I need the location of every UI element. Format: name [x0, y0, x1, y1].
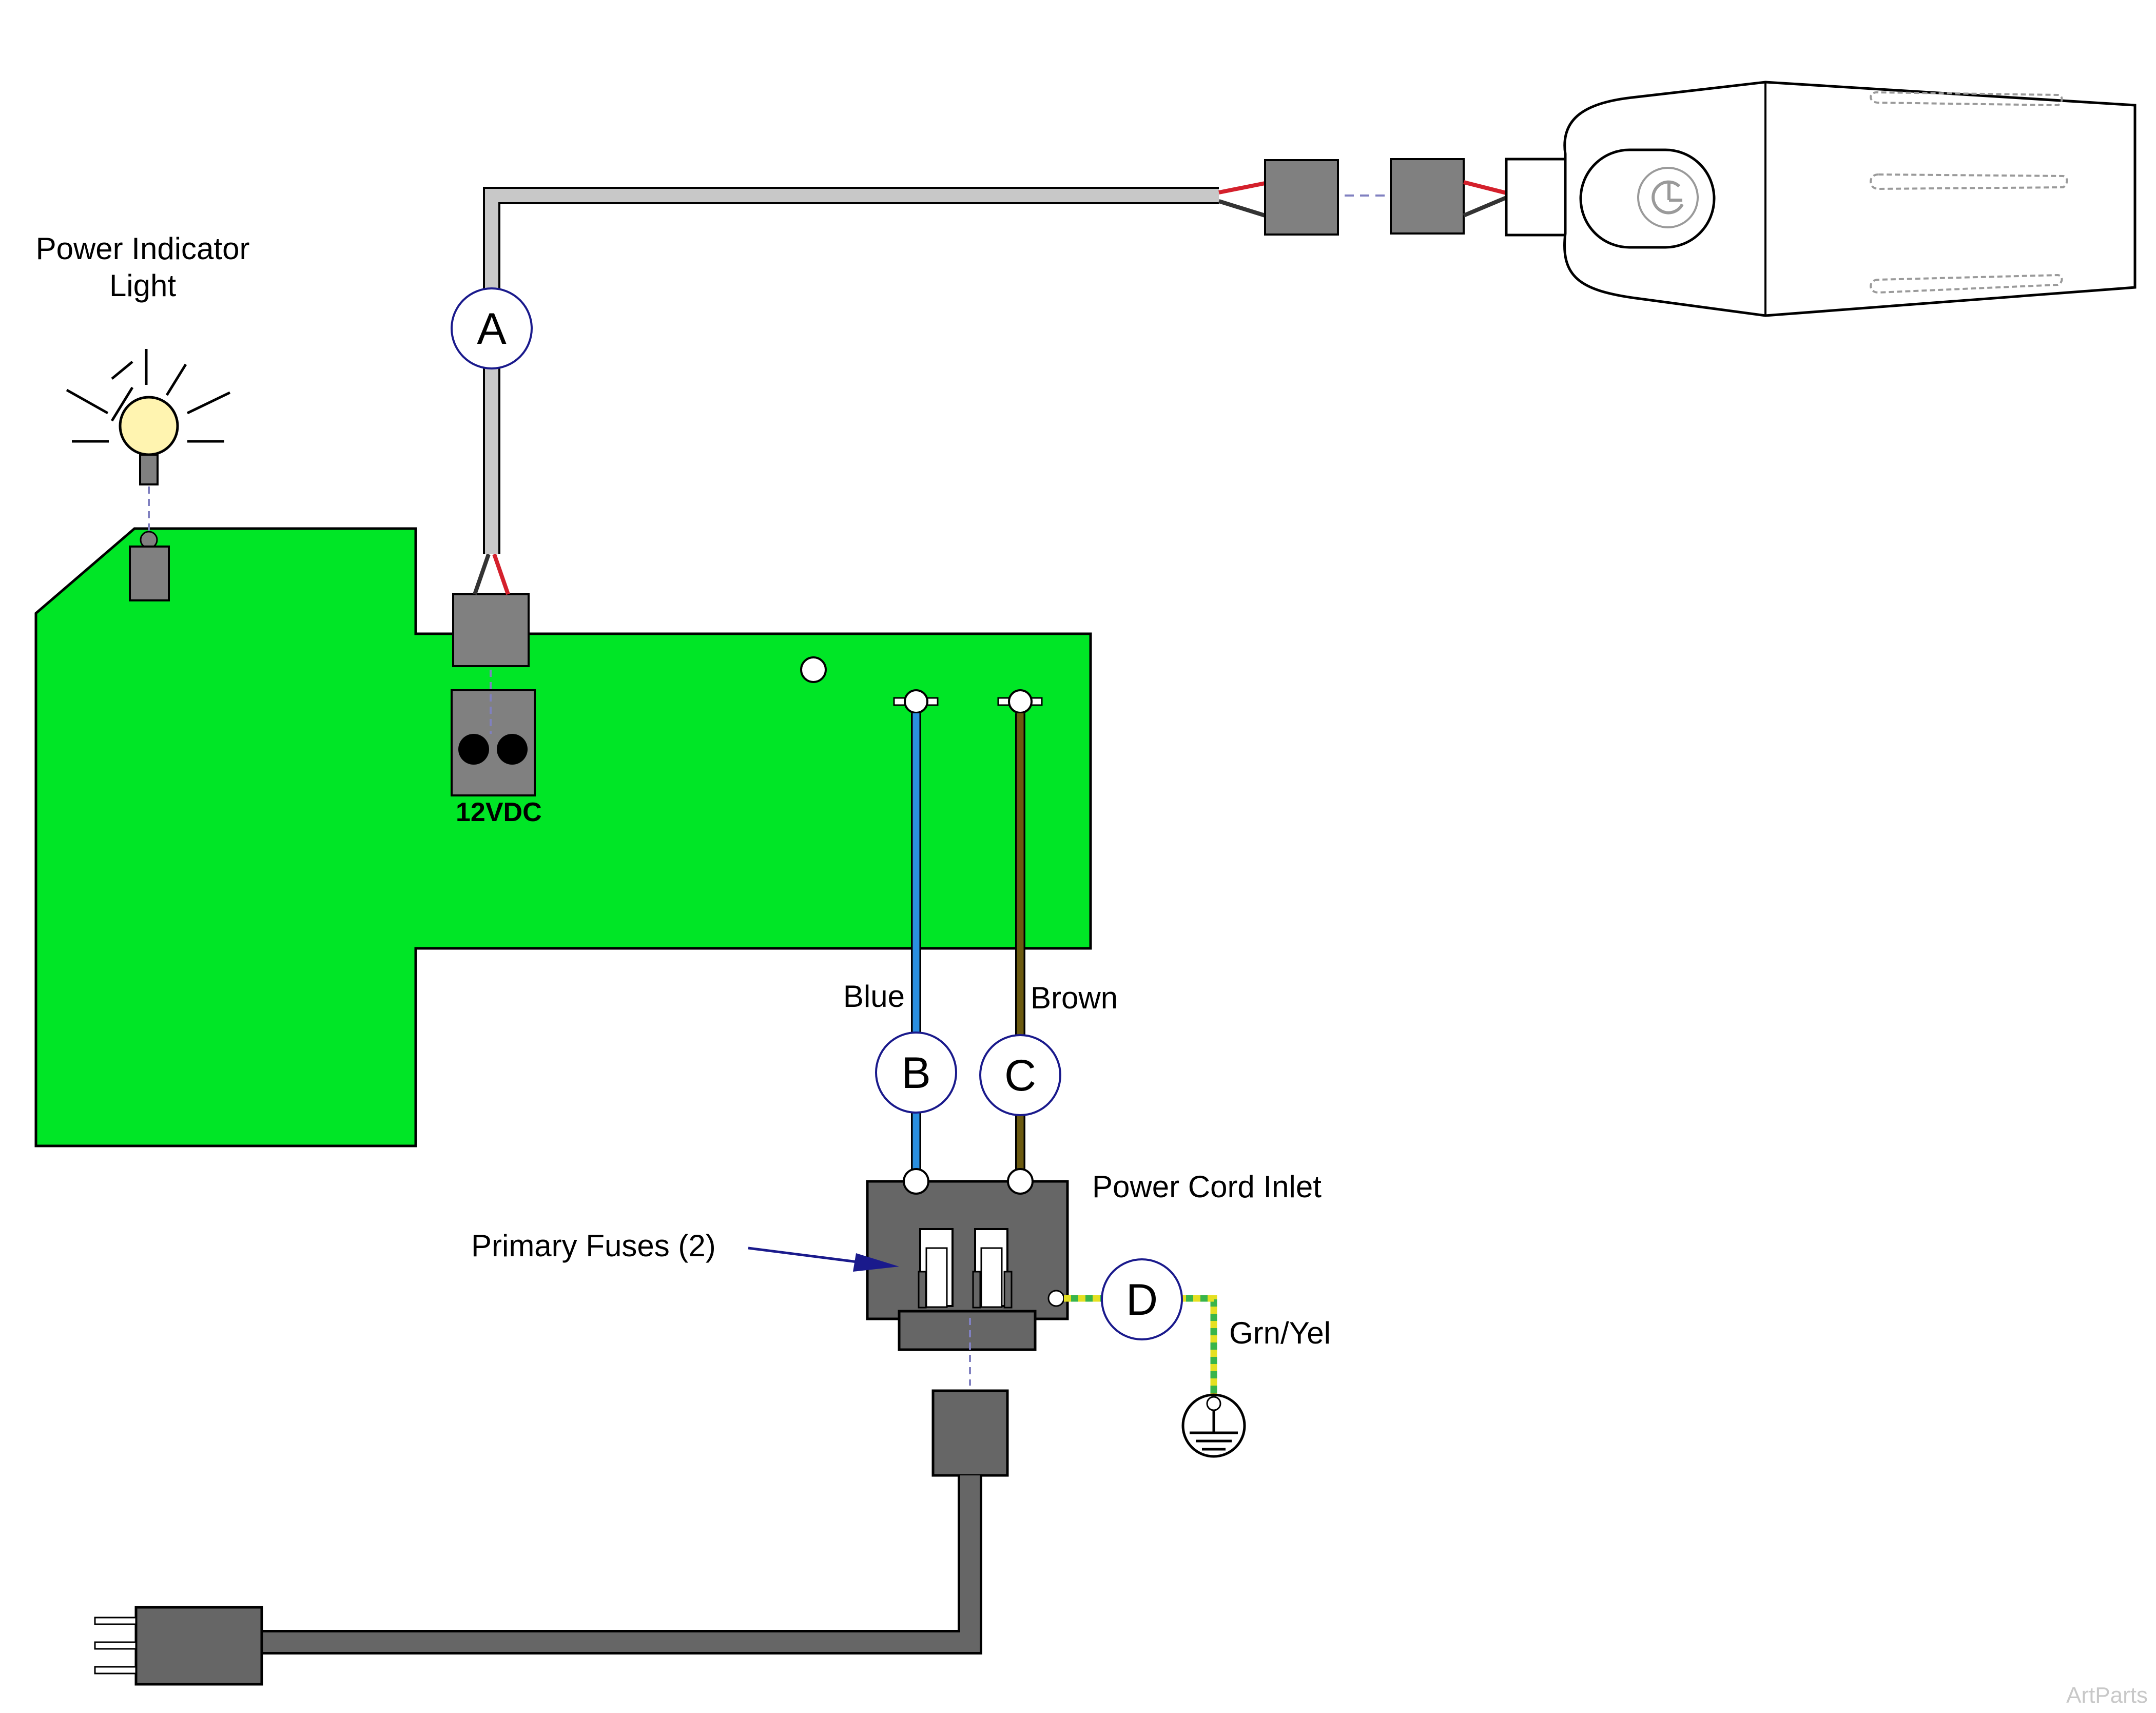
power-indicator-label-line2: Light	[109, 268, 176, 303]
indicator-light-socket	[129, 531, 170, 601]
power-indicator-label-line1: Power Indicator	[36, 231, 250, 266]
callout-a: A	[451, 287, 533, 369]
callout-b-letter: B	[901, 1048, 930, 1098]
primary-fuses-arrow	[748, 1247, 899, 1272]
indicator-cable-plug	[452, 593, 530, 667]
primary-fuses-label: Primary Fuses (2)	[471, 1229, 716, 1263]
blue-wire-label: Blue	[843, 979, 905, 1014]
ground-wire-label: Grn/Yel	[1229, 1316, 1331, 1350]
power-cord-inlet-label: Power Cord Inlet	[1092, 1170, 1322, 1204]
callout-b: B	[875, 1031, 957, 1114]
callout-a-letter: A	[477, 304, 507, 354]
pcb-12vdc-terminal	[451, 689, 536, 796]
cable-connector-male	[1390, 158, 1465, 235]
red-wire	[492, 553, 510, 595]
lightbulb-icon	[66, 349, 231, 485]
callout-c: C	[979, 1034, 1061, 1116]
callout-c-letter: C	[1004, 1051, 1036, 1100]
primary-fuses	[918, 1228, 1013, 1309]
hand-control-switch	[1505, 81, 2136, 317]
artparts-watermark: ArtParts	[2066, 1683, 2148, 1708]
black-wire	[1218, 199, 1266, 218]
ground-symbol-icon	[1181, 1393, 1246, 1458]
black-wire	[1463, 196, 1507, 218]
brown-wire-label: Brown	[1031, 981, 1118, 1015]
cable-a	[483, 187, 1219, 554]
red-wire	[1218, 181, 1266, 194]
power-cord	[262, 1475, 982, 1654]
red-wire	[1463, 180, 1507, 195]
blue-wire-terminal	[893, 689, 939, 714]
power-cord-inlet	[866, 1168, 1069, 1351]
power-plug	[94, 1606, 263, 1686]
callout-d-letter: D	[1126, 1275, 1158, 1325]
pcb-mounting-hole	[800, 656, 827, 683]
black-wire	[473, 553, 491, 595]
callout-d: D	[1101, 1258, 1183, 1340]
circuit-board	[34, 527, 1092, 1147]
pcb-12vdc-label: 12VDC	[456, 797, 542, 827]
cable-connector-female	[1264, 159, 1339, 236]
power-button-icon	[1637, 167, 1699, 228]
power-cord-connector	[931, 1389, 1009, 1477]
brown-wire-terminal	[997, 689, 1043, 714]
